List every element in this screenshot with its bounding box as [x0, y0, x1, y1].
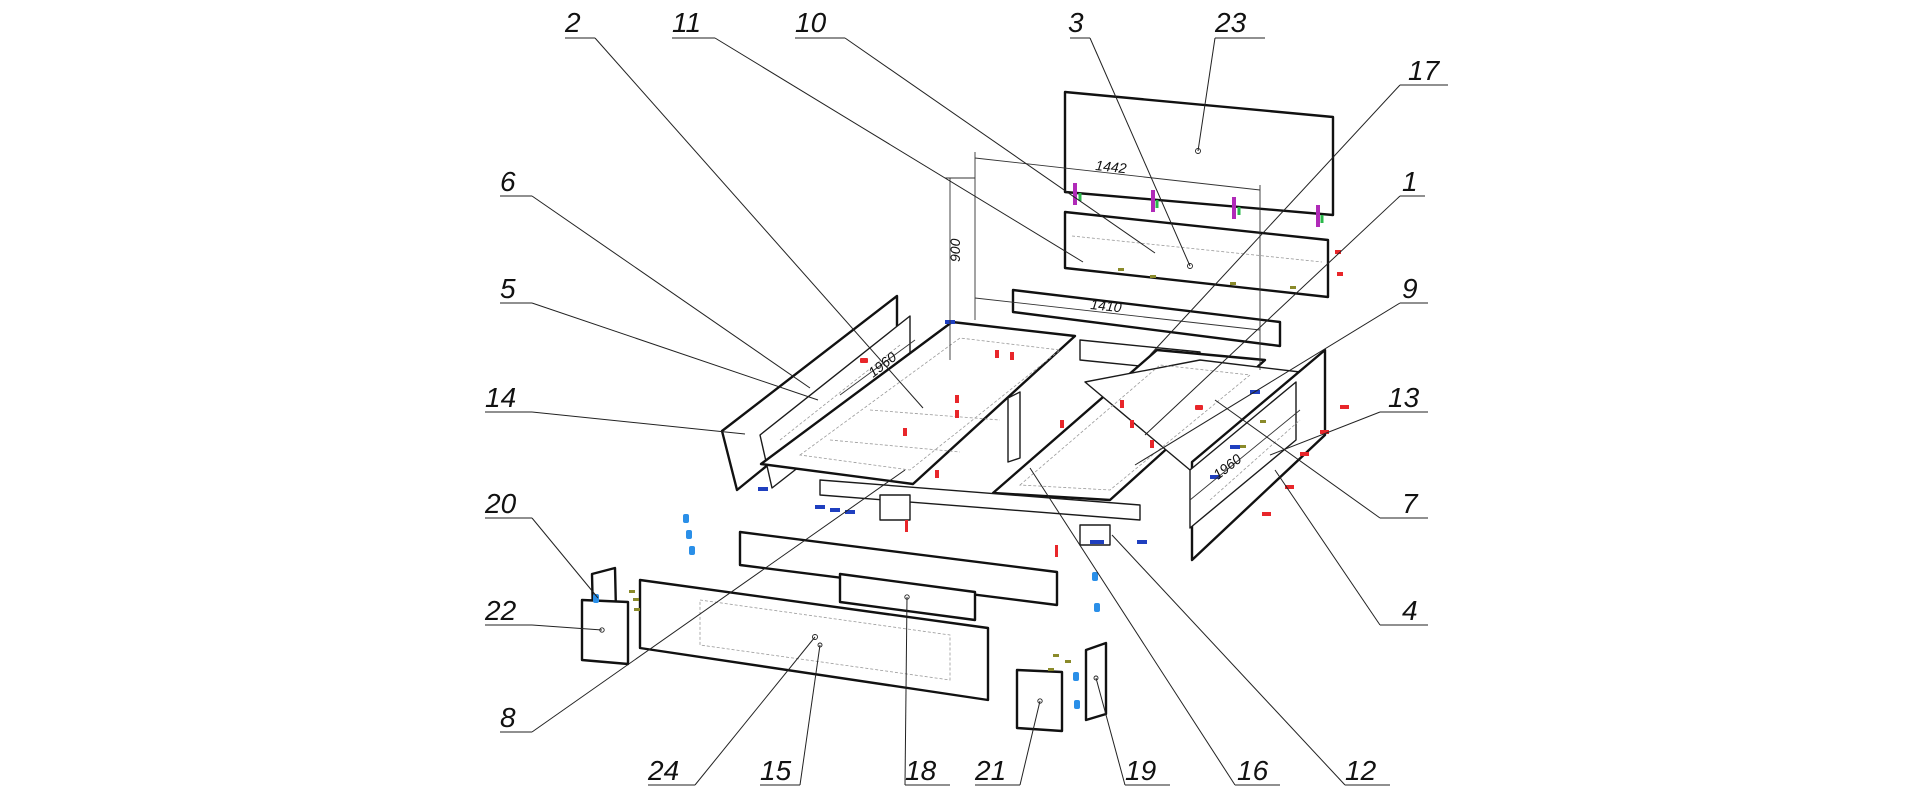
leg-block-21 — [1015, 668, 1064, 733]
label-23: 23 — [1214, 7, 1247, 38]
foot-panel-24 — [638, 578, 990, 702]
dimension-height: 900 — [945, 177, 975, 360]
label-2: 2 — [564, 7, 581, 38]
foot-insert-18 — [838, 572, 977, 622]
label-8: 8 — [500, 702, 516, 733]
leg-block-22 — [580, 598, 630, 666]
label-10: 10 — [795, 7, 827, 38]
label-15: 15 — [760, 755, 792, 786]
label-19: 19 — [1125, 755, 1156, 786]
callout-leaders — [485, 37, 1448, 786]
leg-block-19 — [1084, 641, 1108, 722]
dimension-width-inner: 1410 — [974, 296, 1261, 331]
label-17: 17 — [1408, 55, 1441, 86]
label-13: 13 — [1388, 382, 1420, 413]
label-18: 18 — [905, 755, 937, 786]
back-panel-3 — [1063, 210, 1330, 299]
callout-numbers: 2 11 10 3 23 17 1 9 13 7 4 6 5 14 20 22 … — [484, 7, 1441, 786]
centre-support-10 — [1007, 391, 1021, 463]
label-6: 6 — [500, 166, 516, 197]
label-24: 24 — [647, 755, 679, 786]
label-4: 4 — [1402, 595, 1418, 626]
label-12: 12 — [1345, 755, 1377, 786]
side-panel-13 — [1189, 348, 1327, 562]
headboard-panel-23 — [1063, 90, 1335, 217]
dim-width-inner-label: 1410 — [1090, 296, 1123, 315]
label-9: 9 — [1402, 273, 1418, 304]
headboard-bracket-rails — [1073, 183, 1324, 227]
label-20: 20 — [484, 488, 517, 519]
label-21: 21 — [974, 755, 1006, 786]
dimension-width-top: 1442 — [974, 152, 1261, 370]
label-1: 1 — [1402, 166, 1418, 197]
label-16: 16 — [1237, 755, 1269, 786]
label-7: 7 — [1402, 488, 1419, 519]
dim-height-label: 900 — [947, 238, 963, 262]
dim-width-top-label: 1442 — [1095, 157, 1128, 176]
label-5: 5 — [500, 273, 516, 304]
foot-rail-8 — [738, 530, 1059, 607]
label-22: 22 — [484, 595, 517, 626]
label-3: 3 — [1068, 7, 1084, 38]
label-11: 11 — [672, 7, 701, 38]
label-14: 14 — [485, 382, 516, 413]
